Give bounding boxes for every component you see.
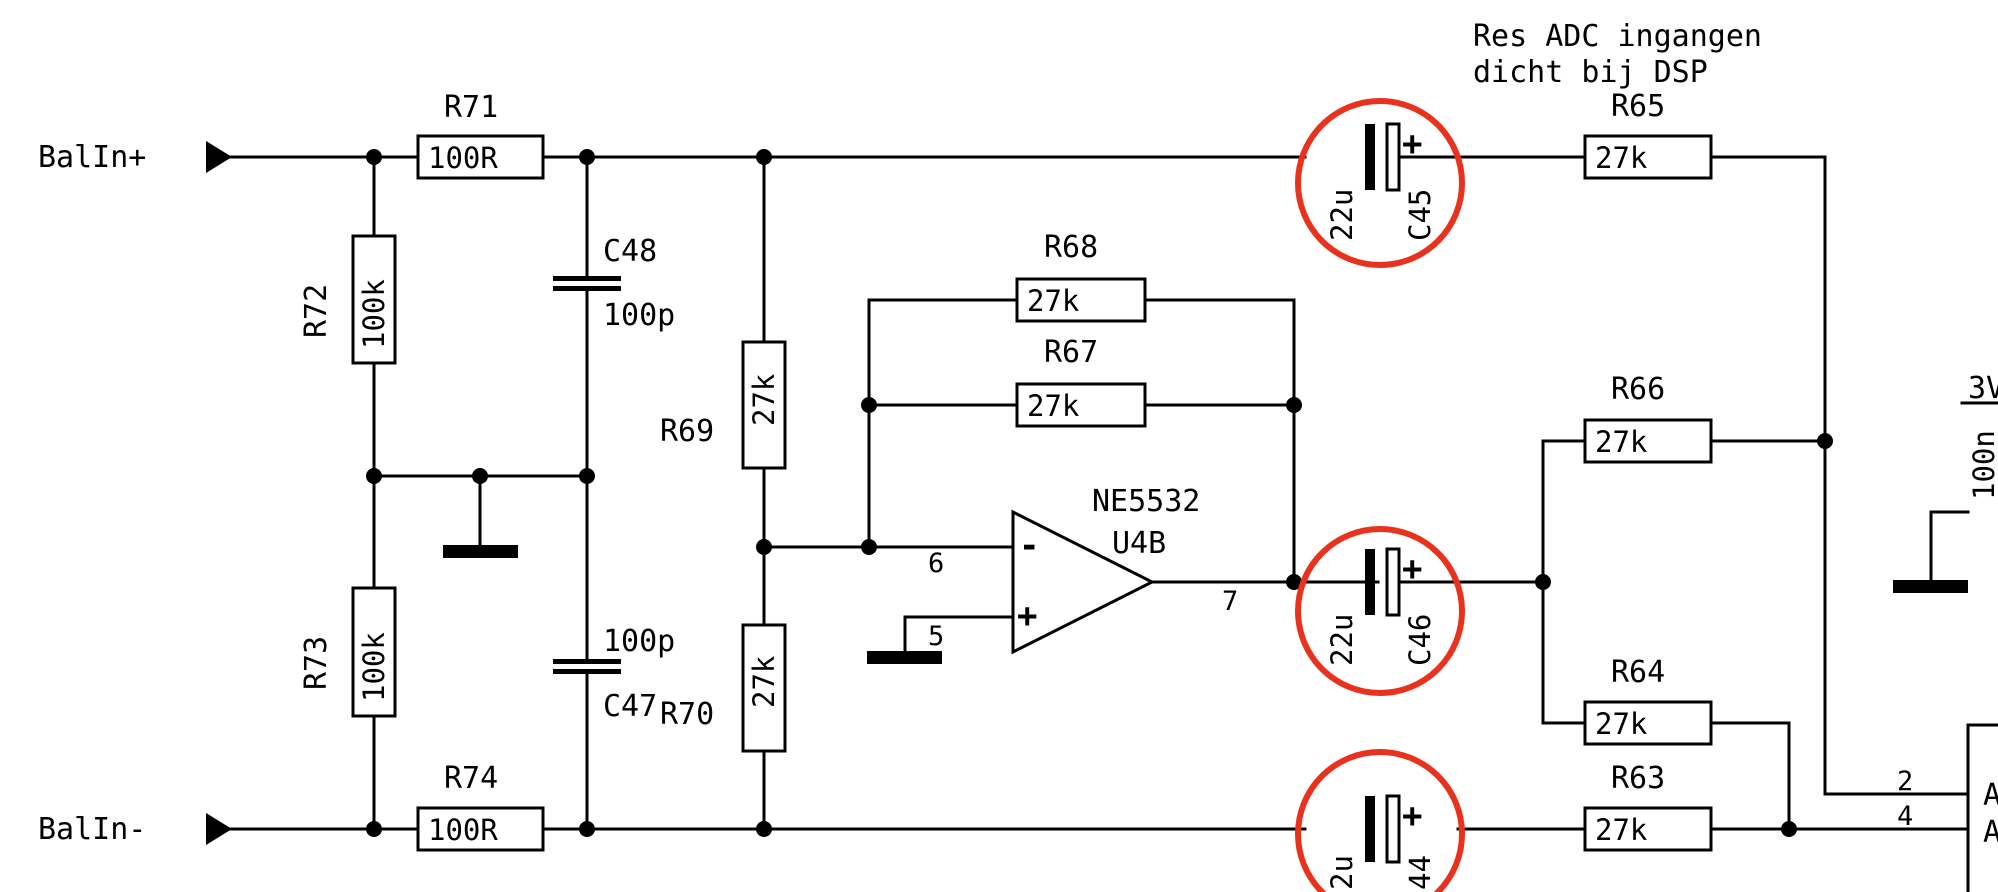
chip-letter: A [1983, 778, 1998, 813]
resistor-r72: 100k R72 [299, 234, 397, 365]
right-edge-partial: 3V 100n 2 4 A A [1897, 371, 1998, 850]
highlight-circle-c44 [1295, 749, 1465, 892]
resistor-r65: 27k R65 [1583, 89, 1713, 180]
port-label: BalIn- [38, 812, 146, 847]
note-line-2: dicht bij DSP [1473, 55, 1708, 90]
capacitor-c48: C48 100p [553, 234, 675, 333]
pin-7-label: 7 [1222, 586, 1238, 617]
resistor-value: 100R [428, 813, 498, 847]
chip-letter: A [1983, 815, 1998, 850]
port-label: BalIn+ [38, 140, 146, 175]
resistor-r73: 100k R73 [299, 586, 397, 718]
resistor-value: 27k [747, 373, 781, 426]
highlight-circle-c46 [1295, 526, 1465, 696]
resistor-r66: 27k R66 [1583, 372, 1713, 464]
resistor-ref: R65 [1611, 89, 1665, 124]
rail-label: 3V [1968, 371, 1998, 406]
capacitor-c45: + 22u C45 [1325, 122, 1460, 241]
resistor-ref: R67 [1044, 335, 1098, 370]
highlight-markers [1295, 98, 1465, 892]
capacitor-ref: 44 [1403, 855, 1437, 890]
resistor-value: 27k [1595, 425, 1648, 459]
capacitor-c47: 100p C47 [553, 624, 675, 724]
resistor-r64: 27k R64 [1583, 655, 1713, 746]
resistor-value: 100R [428, 141, 498, 175]
capacitor-value: 2u [1325, 855, 1359, 890]
resistor-ref: R66 [1611, 372, 1665, 407]
capacitor-ref: C47 [603, 689, 657, 724]
input-arrow-icon [206, 813, 232, 845]
resistor-r71: 100R R71 [416, 90, 545, 180]
resistor-ref: R63 [1611, 761, 1665, 796]
resistor-ref: R71 [444, 90, 498, 125]
capacitor-value: 100p [603, 624, 675, 659]
note-line-1: Res ADC ingangen [1473, 19, 1762, 54]
resistor-value: 27k [1595, 707, 1648, 741]
capacitor-ref: C48 [603, 234, 657, 269]
junction-dots [366, 149, 1833, 837]
resistor-value: 27k [1595, 813, 1648, 847]
resistor-r70: 27k R70 [660, 623, 787, 753]
resistor-ref: R64 [1611, 655, 1665, 690]
polarity-plus-sign: + [1402, 796, 1422, 836]
resistor-r68: 27k R68 [1015, 230, 1147, 323]
resistor-ref: R68 [1044, 230, 1098, 265]
resistor-r74: 100R R74 [416, 761, 545, 852]
resistor-r63: 27k R63 [1583, 761, 1713, 852]
port-balin-minus: BalIn- [38, 812, 232, 847]
pin-6-label: 6 [928, 548, 944, 579]
capacitor-ref: C46 [1403, 614, 1437, 666]
cap-value: 100n [1967, 430, 1998, 500]
resistor-ref: R72 [299, 284, 334, 338]
resistor-r67: 27k R67 [1015, 335, 1147, 428]
resistor-ref: R73 [299, 636, 334, 690]
ground-symbol-icon [867, 651, 942, 664]
ground-symbol-icon [443, 545, 518, 558]
capacitor-ref: C45 [1403, 189, 1437, 241]
capacitor-value: 100p [603, 298, 675, 333]
ground-symbol-icon [1893, 580, 1968, 593]
resistor-value: 27k [1595, 141, 1648, 175]
resistor-value: 27k [747, 655, 781, 708]
port-balin-plus: BalIn+ [38, 140, 232, 175]
capacitor-c44: + 2u 44 [1325, 794, 1437, 890]
resistor-ref: R69 [660, 414, 714, 449]
capacitor-value: 22u [1325, 189, 1359, 241]
opamp-ref: U4B [1112, 526, 1166, 561]
resistor-ref: R74 [444, 761, 498, 796]
pin-5-label: 5 [928, 621, 944, 652]
resistor-value: 100k [357, 279, 391, 349]
capacitor-value: 22u [1325, 614, 1359, 666]
capacitor-c46: + 22u C46 [1325, 547, 1437, 666]
resistor-r69: 27k R69 [660, 340, 787, 470]
input-arrow-icon [206, 141, 232, 173]
pin-2-label: 2 [1897, 766, 1913, 797]
resistor-value: 27k [1027, 284, 1080, 318]
resistor-ref: R70 [660, 697, 714, 732]
opamp-u4b: - + NE5532 U4B 6 5 7 [928, 484, 1238, 655]
pin-4-label: 4 [1897, 801, 1913, 832]
inverting-sign: - [1019, 526, 1039, 566]
polarity-plus-sign: + [1402, 549, 1422, 589]
highlight-circle-c45 [1295, 98, 1465, 268]
opamp-part: NE5532 [1092, 484, 1200, 519]
resistor-value: 100k [357, 632, 391, 702]
polarity-plus-sign: + [1402, 124, 1422, 164]
noninverting-sign: + [1017, 596, 1037, 636]
design-note: Res ADC ingangen dicht bij DSP [1473, 19, 1762, 90]
resistor-value: 27k [1027, 389, 1080, 423]
